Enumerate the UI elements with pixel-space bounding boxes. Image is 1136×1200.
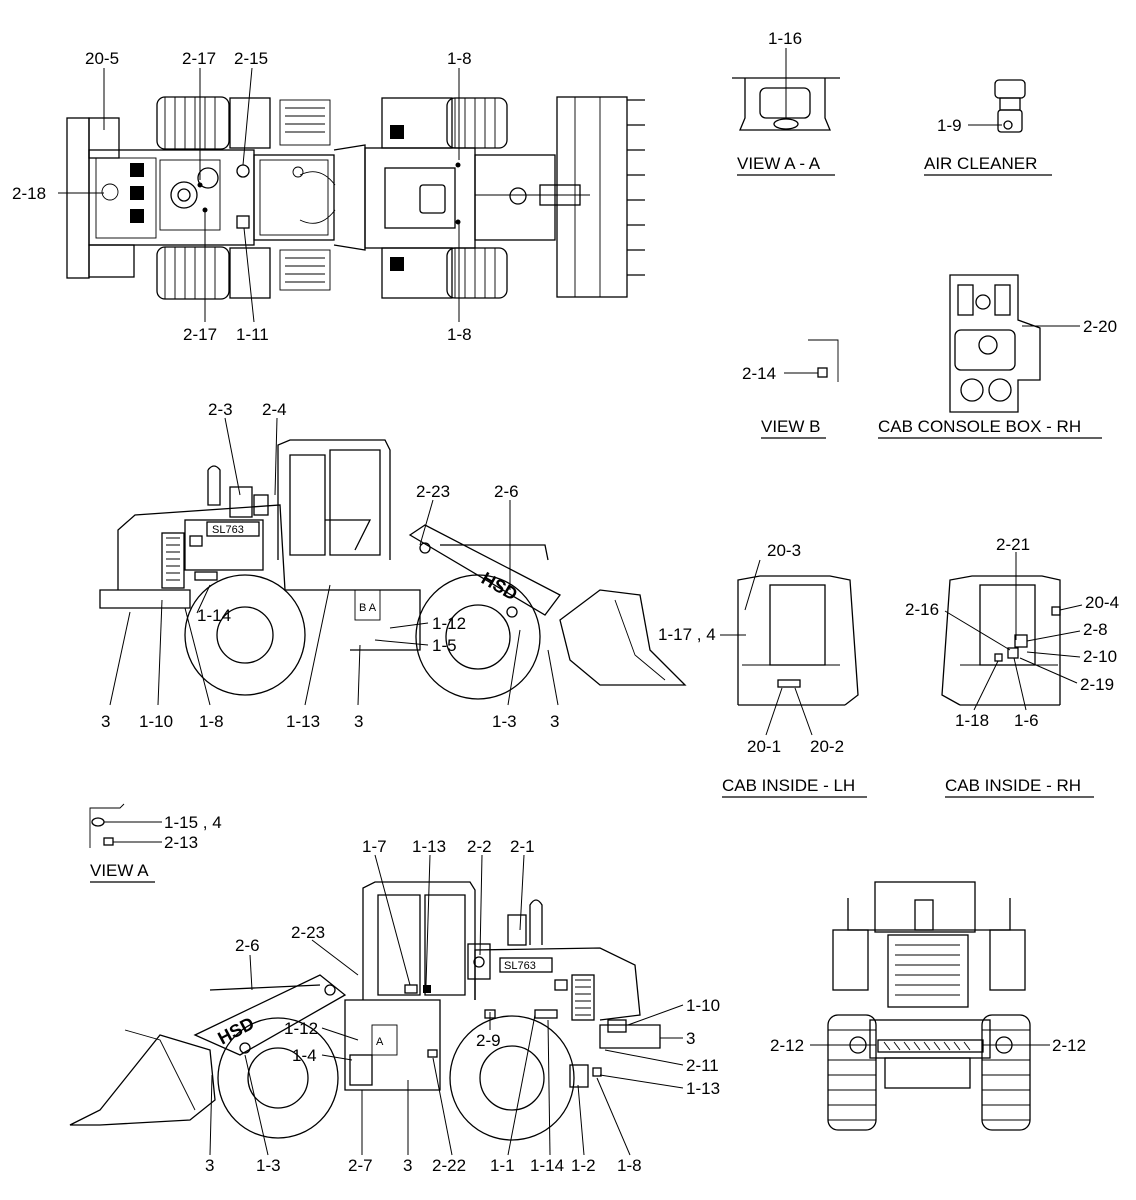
model-badge-right: SL763 (504, 960, 536, 972)
top-view (66, 96, 645, 300)
label-2-6-right: 2-6 (235, 936, 260, 955)
label-1-15-4: 1-15 , 4 (164, 813, 222, 832)
label-1-3-right: 1-3 (256, 1156, 281, 1175)
label-1-12-right: 1-12 (284, 1019, 318, 1038)
label-1-1: 1-1 (490, 1156, 515, 1175)
label-2-16: 2-16 (905, 600, 939, 619)
label-20-2: 20-2 (810, 737, 844, 756)
caption-view-a: VIEW A (90, 861, 149, 880)
label-2-13: 2-13 (164, 833, 198, 852)
side-view-left: SL763 B A HSD (99, 439, 687, 700)
view-b: 2-14 VIEW B (742, 339, 839, 439)
top-view-labels: 20-5 2-17 2-15 1-8 2-18 2-17 1-11 1-8 (12, 49, 472, 344)
label-3-right-a: 3 (686, 1029, 695, 1048)
label-2-8: 2-8 (1083, 620, 1108, 639)
caption-cab-console-box: CAB CONSOLE BOX - RH (878, 417, 1081, 436)
label-1-18: 1-18 (955, 711, 989, 730)
label-2-23-right: 2-23 (291, 923, 325, 942)
label-1-13-right-top: 1-13 (412, 837, 446, 856)
label-20-5: 20-5 (85, 49, 119, 68)
label-1-10-right: 1-10 (686, 996, 720, 1015)
side-view-left-leaders (109, 417, 559, 706)
label-2-21: 2-21 (996, 535, 1030, 554)
label-1-9: 1-9 (937, 116, 962, 135)
label-2-3: 2-3 (208, 400, 233, 419)
label-2-15: 2-15 (234, 49, 268, 68)
view-mark-b: B A (359, 602, 377, 614)
label-2-11: 2-11 (686, 1056, 719, 1075)
label-2-17-top: 2-17 (182, 49, 216, 68)
label-1-8-top: 1-8 (447, 49, 472, 68)
view-a: 1-15 , 4 2-13 VIEW A (89, 803, 222, 883)
label-3-left-a: 3 (101, 712, 110, 731)
label-1-10-left: 1-10 (139, 712, 173, 731)
label-3-right-c: 3 (403, 1156, 412, 1175)
label-1-8-bottom: 1-8 (447, 325, 472, 344)
label-2-20: 2-20 (1083, 317, 1117, 336)
brand-right: HSD (214, 1013, 257, 1049)
label-3-right-b: 3 (205, 1156, 214, 1175)
label-1-12-left: 1-12 (432, 614, 466, 633)
caption-view-b: VIEW B (761, 417, 821, 436)
label-20-4: 20-4 (1085, 593, 1119, 612)
side-view-left-labels: 2-3 2-4 2-23 2-6 1-14 1-12 1-5 3 1-10 1-… (101, 400, 559, 731)
label-2-14: 2-14 (742, 364, 776, 383)
view-mark-a: A (376, 1036, 384, 1048)
caption-cab-inside-lh: CAB INSIDE - LH (722, 776, 855, 795)
rear-view: 2-12 2-12 (770, 881, 1086, 1131)
label-2-12-right: 2-12 (1052, 1036, 1086, 1055)
label-1-13-left: 1-13 (286, 712, 320, 731)
label-1-2: 1-2 (571, 1156, 596, 1175)
label-1-3-left: 1-3 (492, 712, 517, 731)
label-2-23-left: 2-23 (416, 482, 450, 501)
label-2-18: 2-18 (12, 184, 46, 203)
label-1-13-right: 1-13 (686, 1079, 720, 1098)
label-2-10: 2-10 (1083, 647, 1117, 666)
model-badge-left: SL763 (212, 524, 244, 536)
top-view-leaders (58, 67, 460, 323)
side-view-right-leaders (209, 854, 684, 1156)
label-2-22: 2-22 (432, 1156, 466, 1175)
cab-inside-rh: 2-21 2-16 20-4 2-8 2-10 2-19 1-18 1-6 CA… (905, 535, 1119, 798)
label-3-left-c: 3 (550, 712, 559, 731)
label-1-8-left: 1-8 (199, 712, 224, 731)
label-2-1: 2-1 (510, 837, 535, 856)
label-1-16: 1-16 (768, 29, 802, 48)
label-2-4: 2-4 (262, 400, 287, 419)
label-20-1: 20-1 (747, 737, 781, 756)
label-1-14-left: 1-14 (197, 606, 231, 625)
label-3-left-b: 3 (354, 712, 363, 731)
caption-view-aa: VIEW A - A (737, 154, 821, 173)
label-1-8-right: 1-8 (617, 1156, 642, 1175)
side-view-right: HSD A SL763 (69, 881, 661, 1141)
label-1-7: 1-7 (362, 837, 387, 856)
air-cleaner: 1-9 AIR CLEANER (924, 79, 1052, 176)
label-2-17-bottom: 2-17 (183, 325, 217, 344)
cab-inside-lh: 20-3 1-17 , 4 20-1 20-2 CAB INSIDE - LH (658, 541, 867, 798)
side-view-right-labels: 1-7 1-13 2-2 2-1 2-6 2-23 1-10 3 2-11 1-… (205, 837, 720, 1175)
label-1-11: 1-11 (236, 325, 269, 344)
label-2-19: 2-19 (1080, 675, 1114, 694)
label-1-17-4: 1-17 , 4 (658, 625, 716, 644)
label-2-2: 2-2 (467, 837, 492, 856)
label-1-6: 1-6 (1014, 711, 1039, 730)
label-2-6-left: 2-6 (494, 482, 519, 501)
label-1-5: 1-5 (432, 636, 457, 655)
label-20-3: 20-3 (767, 541, 801, 560)
cab-console-box: 2-20 CAB CONSOLE BOX - RH (878, 274, 1117, 439)
label-1-14-right: 1-14 (530, 1156, 564, 1175)
label-1-4: 1-4 (292, 1046, 317, 1065)
view-aa: 1-16 VIEW A - A (732, 29, 840, 176)
caption-air-cleaner: AIR CLEANER (924, 154, 1037, 173)
label-2-12-left: 2-12 (770, 1036, 804, 1055)
label-2-7: 2-7 (348, 1156, 373, 1175)
caption-cab-inside-rh: CAB INSIDE - RH (945, 776, 1081, 795)
brand-left: HSD (478, 568, 521, 604)
label-2-9: 2-9 (476, 1031, 501, 1050)
